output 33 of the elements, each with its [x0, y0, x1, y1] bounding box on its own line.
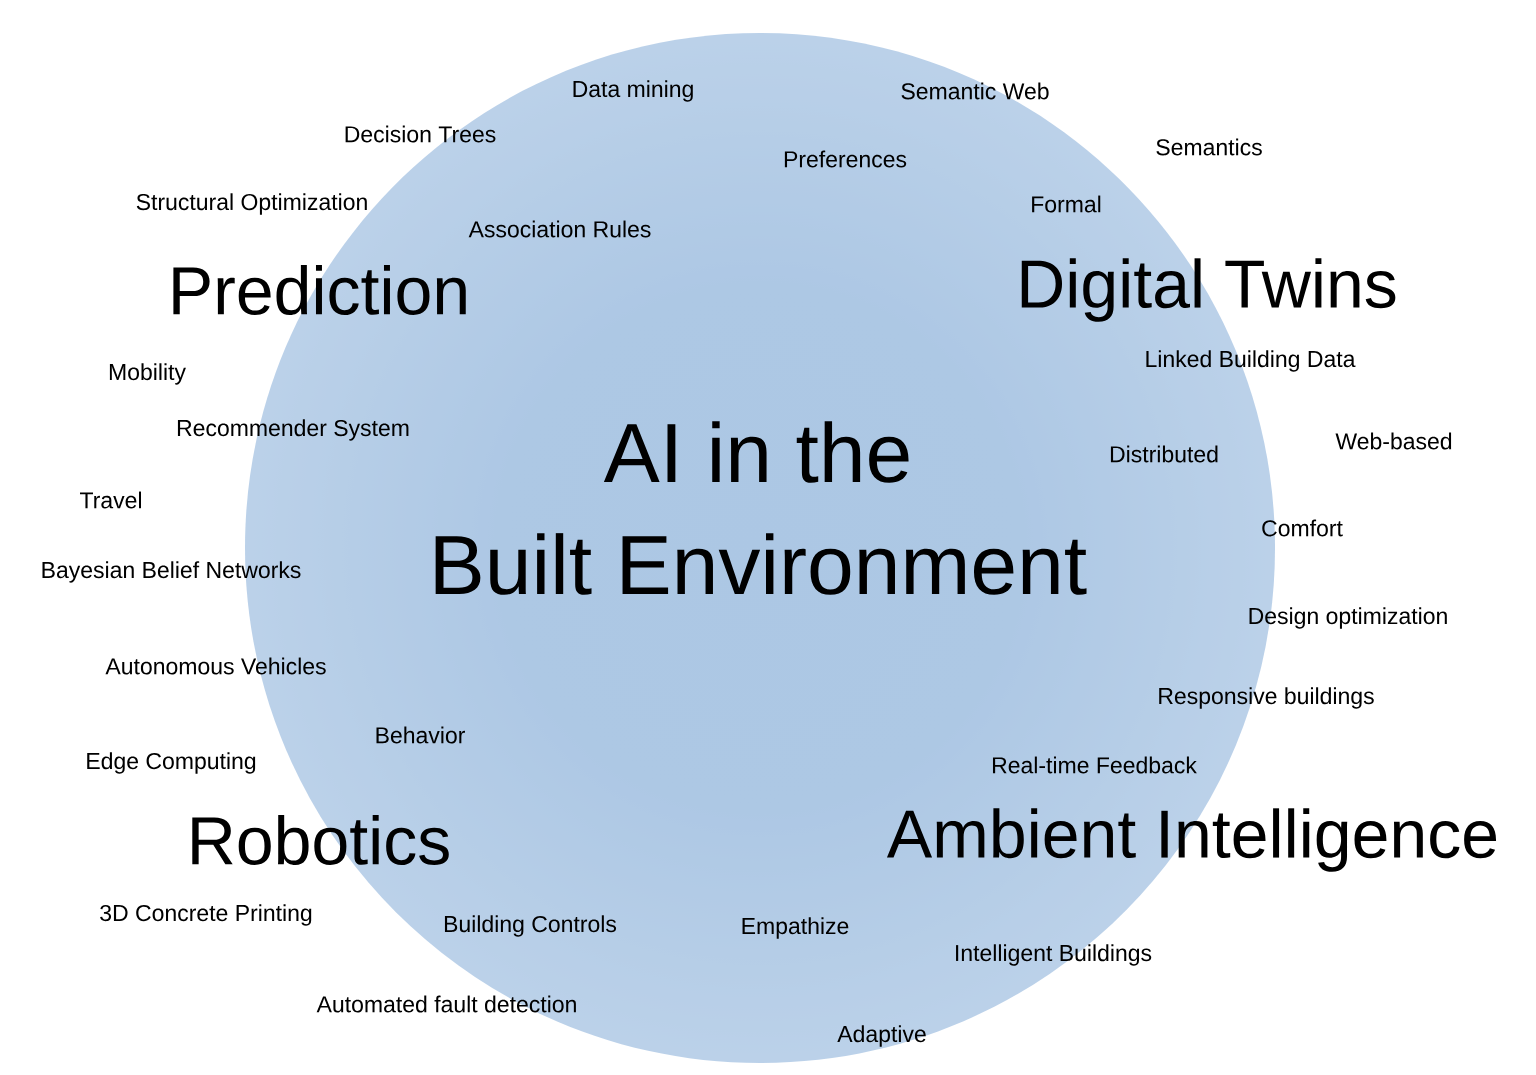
topic-heading: Prediction — [173, 265, 466, 315]
keyword-label: Structural Optimization — [136, 193, 367, 215]
keyword-label: Empathize — [742, 917, 849, 939]
keyword-label: Responsive buildings — [1159, 687, 1374, 709]
keyword-label: Mobility — [109, 363, 186, 385]
keyword-label: Comfort — [1262, 519, 1343, 537]
keyword-label: Automated fault detection — [316, 995, 576, 1013]
keyword-label: 3D Concrete Printing — [100, 904, 312, 926]
topic-heading: Ambient Intelligence — [886, 808, 1496, 872]
keyword-label: Travel — [80, 491, 141, 509]
keyword-label: Distributed — [1110, 445, 1218, 463]
keyword-label: Formal — [1032, 195, 1101, 213]
topic-heading: Robotics — [192, 815, 449, 865]
keyword-label: Data mining — [573, 80, 693, 102]
title: AI in the Built Environment — [435, 421, 1087, 595]
keyword-label: Association Rules — [468, 220, 651, 238]
keyword-label: Adaptive — [837, 1025, 926, 1047]
keyword-label: Linked Building Data — [1146, 350, 1356, 372]
keyword-label: Decision Trees — [345, 125, 496, 143]
topic-heading: Digital Twins — [1021, 258, 1396, 322]
keyword-label: Behavior — [376, 726, 465, 744]
keyword-label: Bayesian Belief Networks — [42, 561, 301, 583]
keyword-label: Edge Computing — [87, 752, 256, 774]
keyword-label: Real-time Feedback — [993, 756, 1197, 774]
keyword-label: Design optimization — [1249, 607, 1447, 629]
keyword-label: Semantics — [1156, 138, 1262, 156]
keyword-label: Building Controls — [444, 915, 617, 937]
keyword-label: Preferences — [784, 150, 907, 168]
keyword-label: Intelligent Buildings — [956, 944, 1152, 966]
keyword-label: Recommender System — [177, 419, 409, 441]
keyword-label: Autonomous Vehicles — [105, 657, 326, 675]
keyword-label: Semantic Web — [901, 82, 1049, 100]
keyword-label: Web-based — [1335, 432, 1452, 450]
